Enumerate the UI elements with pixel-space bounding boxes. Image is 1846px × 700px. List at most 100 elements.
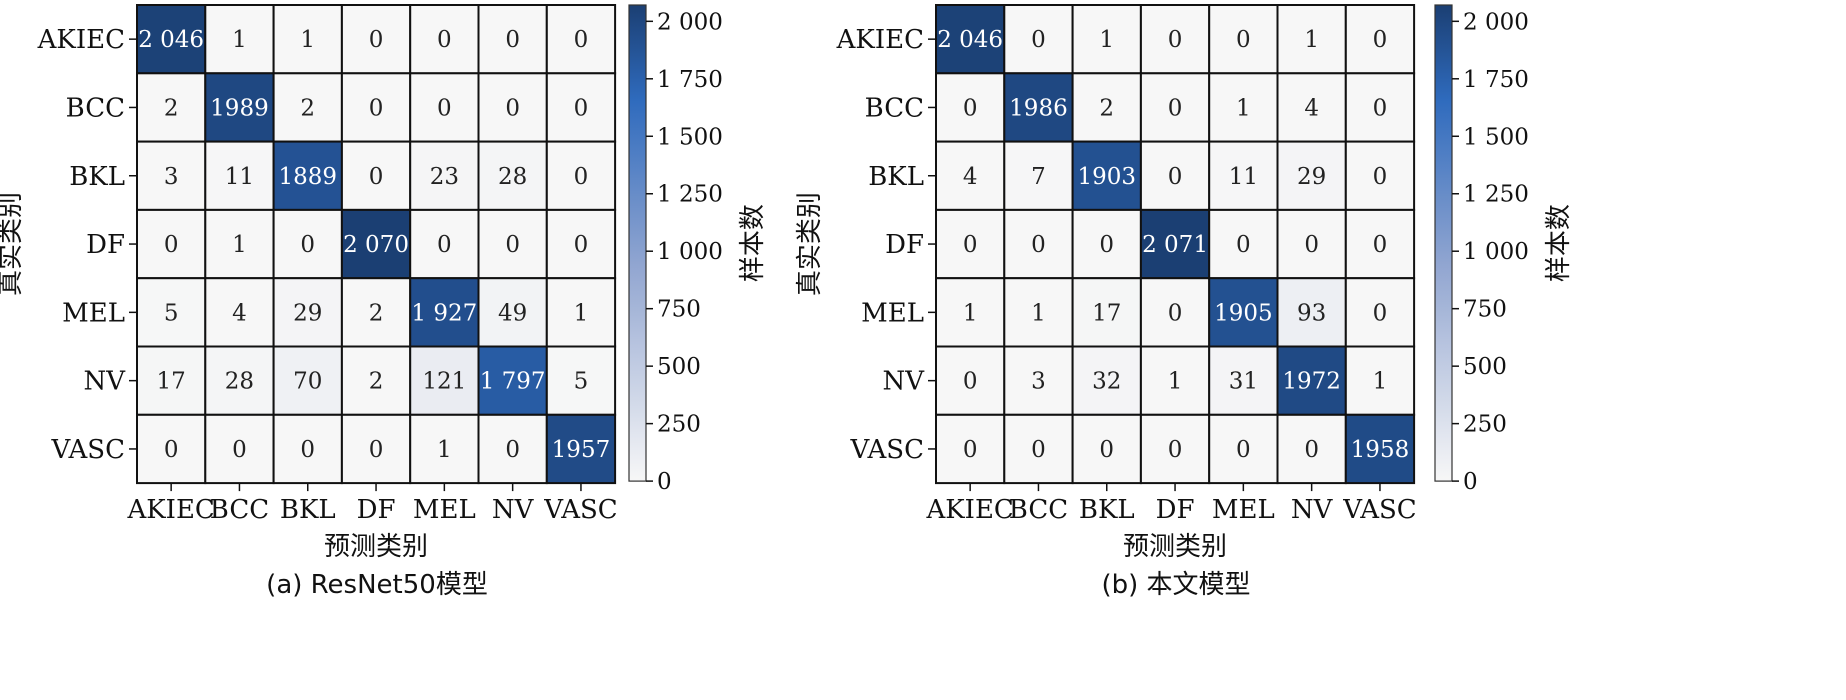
cell-value-label: 0 bbox=[1373, 95, 1388, 121]
cell-value-label: 0 bbox=[437, 27, 452, 53]
colorbar-tick-label: 750 bbox=[657, 297, 701, 323]
heatmap-cell bbox=[1344, 4, 1416, 75]
cell-value-label: 0 bbox=[369, 95, 384, 121]
cell-value-label: 0 bbox=[505, 437, 520, 463]
cell-value-label: 2 bbox=[300, 95, 315, 121]
cell-value-label: 1 bbox=[300, 27, 315, 53]
heatmap-cell bbox=[1208, 72, 1279, 143]
cell-value-label: 0 bbox=[574, 95, 589, 121]
cell-value-label: 0 bbox=[1168, 300, 1183, 326]
cell-value-label: 1 bbox=[1304, 27, 1319, 53]
cell-value-label: 0 bbox=[1168, 95, 1183, 121]
cell-value-label: 4 bbox=[1304, 95, 1319, 121]
cell-value-label: 0 bbox=[1099, 232, 1114, 258]
cell-value-label: 0 bbox=[1373, 27, 1388, 53]
heatmap-cell bbox=[272, 140, 343, 211]
heatmap-cell bbox=[1344, 72, 1416, 143]
cell-value-label: 1972 bbox=[1282, 369, 1341, 395]
cell-value-label: 0 bbox=[1373, 232, 1388, 258]
colorbar-tick-label: 750 bbox=[1463, 297, 1507, 323]
cell-value-label: 0 bbox=[505, 27, 520, 53]
cell-value-label: 2 046 bbox=[138, 27, 204, 53]
cell-value-label: 2 bbox=[369, 300, 384, 326]
colorbar-tick-label: 2 000 bbox=[1463, 9, 1529, 35]
heatmap-cell bbox=[1071, 208, 1142, 280]
heatmap-cell bbox=[1344, 413, 1416, 485]
cell-value-label: 32 bbox=[1092, 369, 1121, 395]
cell-value-label: 0 bbox=[963, 232, 978, 258]
heatmap-cell bbox=[1276, 208, 1347, 280]
y-tick-label: MEL bbox=[62, 298, 125, 328]
heatmap-cell bbox=[272, 72, 343, 143]
colorbar-tick-label: 1 000 bbox=[657, 239, 723, 265]
heatmap-cell bbox=[1071, 413, 1142, 485]
y-tick-label: DF bbox=[885, 230, 924, 260]
cell-value-label: 1989 bbox=[210, 95, 269, 121]
cell-value-label: 1 bbox=[232, 27, 247, 53]
y-tick-label: DF bbox=[86, 230, 125, 260]
x-tick-label: AKIEC bbox=[126, 495, 214, 525]
cell-value-label: 0 bbox=[1031, 437, 1046, 463]
cell-value-label: 0 bbox=[1304, 232, 1319, 258]
cell-value-label: 0 bbox=[963, 369, 978, 395]
heatmap-cell bbox=[477, 413, 548, 485]
cell-value-label: 2 bbox=[164, 95, 179, 121]
cell-value-label: 1 bbox=[232, 232, 247, 258]
heatmap-cell bbox=[477, 208, 548, 280]
heatmap-cell bbox=[935, 413, 1006, 485]
cell-value-label: 70 bbox=[293, 369, 322, 395]
cell-value-label: 1905 bbox=[1214, 300, 1273, 326]
cell-value-label: 0 bbox=[1168, 437, 1183, 463]
heatmap-cell bbox=[272, 277, 343, 348]
y-tick-label: NV bbox=[83, 367, 126, 397]
cell-value-label: 1 797 bbox=[480, 369, 546, 395]
cell-value-label: 0 bbox=[232, 437, 247, 463]
heatmap-cell bbox=[340, 140, 412, 211]
colorbar-tick-label: 1 250 bbox=[657, 182, 723, 208]
colorbar-tick-label: 1 750 bbox=[1463, 67, 1529, 93]
panel-caption: (a) ResNet50模型 bbox=[266, 570, 488, 600]
heatmap-cell bbox=[1276, 413, 1347, 485]
colorbar-tick-label: 500 bbox=[1463, 354, 1507, 380]
cell-value-label: 0 bbox=[1168, 164, 1183, 190]
heatmap-cell bbox=[1139, 277, 1211, 348]
heatmap-cell bbox=[1208, 208, 1279, 280]
x-tick-label: AKIEC bbox=[925, 495, 1013, 525]
cell-value-label: 0 bbox=[369, 164, 384, 190]
heatmap-cell bbox=[1003, 208, 1074, 280]
y-tick-label: BKL bbox=[868, 162, 924, 192]
colorbar-tick-label: 250 bbox=[657, 412, 701, 438]
cell-value-label: 5 bbox=[574, 369, 589, 395]
cell-value-label: 3 bbox=[1031, 369, 1046, 395]
cell-value-label: 29 bbox=[293, 300, 322, 326]
heatmap-cell bbox=[545, 345, 617, 416]
cell-value-label: 5 bbox=[164, 300, 179, 326]
heatmap-cell bbox=[477, 4, 548, 75]
heatmap-cell bbox=[1276, 4, 1347, 75]
heatmap-cell bbox=[204, 208, 275, 280]
heatmap-cell bbox=[1071, 4, 1142, 75]
heatmap-cell bbox=[136, 345, 207, 416]
colorbar-tick-label: 500 bbox=[657, 354, 701, 380]
heatmap-cell bbox=[204, 4, 275, 75]
colorbar-tick-label: 1 000 bbox=[1463, 239, 1529, 265]
cell-value-label: 1 bbox=[574, 300, 589, 326]
x-tick-label: BCC bbox=[1009, 495, 1068, 525]
cell-value-label: 0 bbox=[574, 232, 589, 258]
cell-value-label: 17 bbox=[1092, 300, 1121, 326]
heatmap-cell bbox=[1003, 4, 1074, 75]
heatmap-cell bbox=[1276, 140, 1347, 211]
cell-value-label: 0 bbox=[1168, 27, 1183, 53]
y-tick-label: VASC bbox=[51, 435, 126, 465]
heatmap-cell bbox=[1344, 208, 1416, 280]
y-tick-label: BCC bbox=[66, 93, 125, 123]
y-tick-label: AKIEC bbox=[37, 25, 125, 55]
x-tick-label: BCC bbox=[210, 495, 269, 525]
colorbar-tick-label: 250 bbox=[1463, 412, 1507, 438]
cell-value-label: 93 bbox=[1297, 300, 1326, 326]
cell-value-label: 1 bbox=[1168, 369, 1183, 395]
x-tick-label: MEL bbox=[1212, 495, 1275, 525]
x-axis-label: 预测类别 bbox=[324, 532, 428, 562]
panel-caption: (b) 本文模型 bbox=[1101, 570, 1250, 600]
